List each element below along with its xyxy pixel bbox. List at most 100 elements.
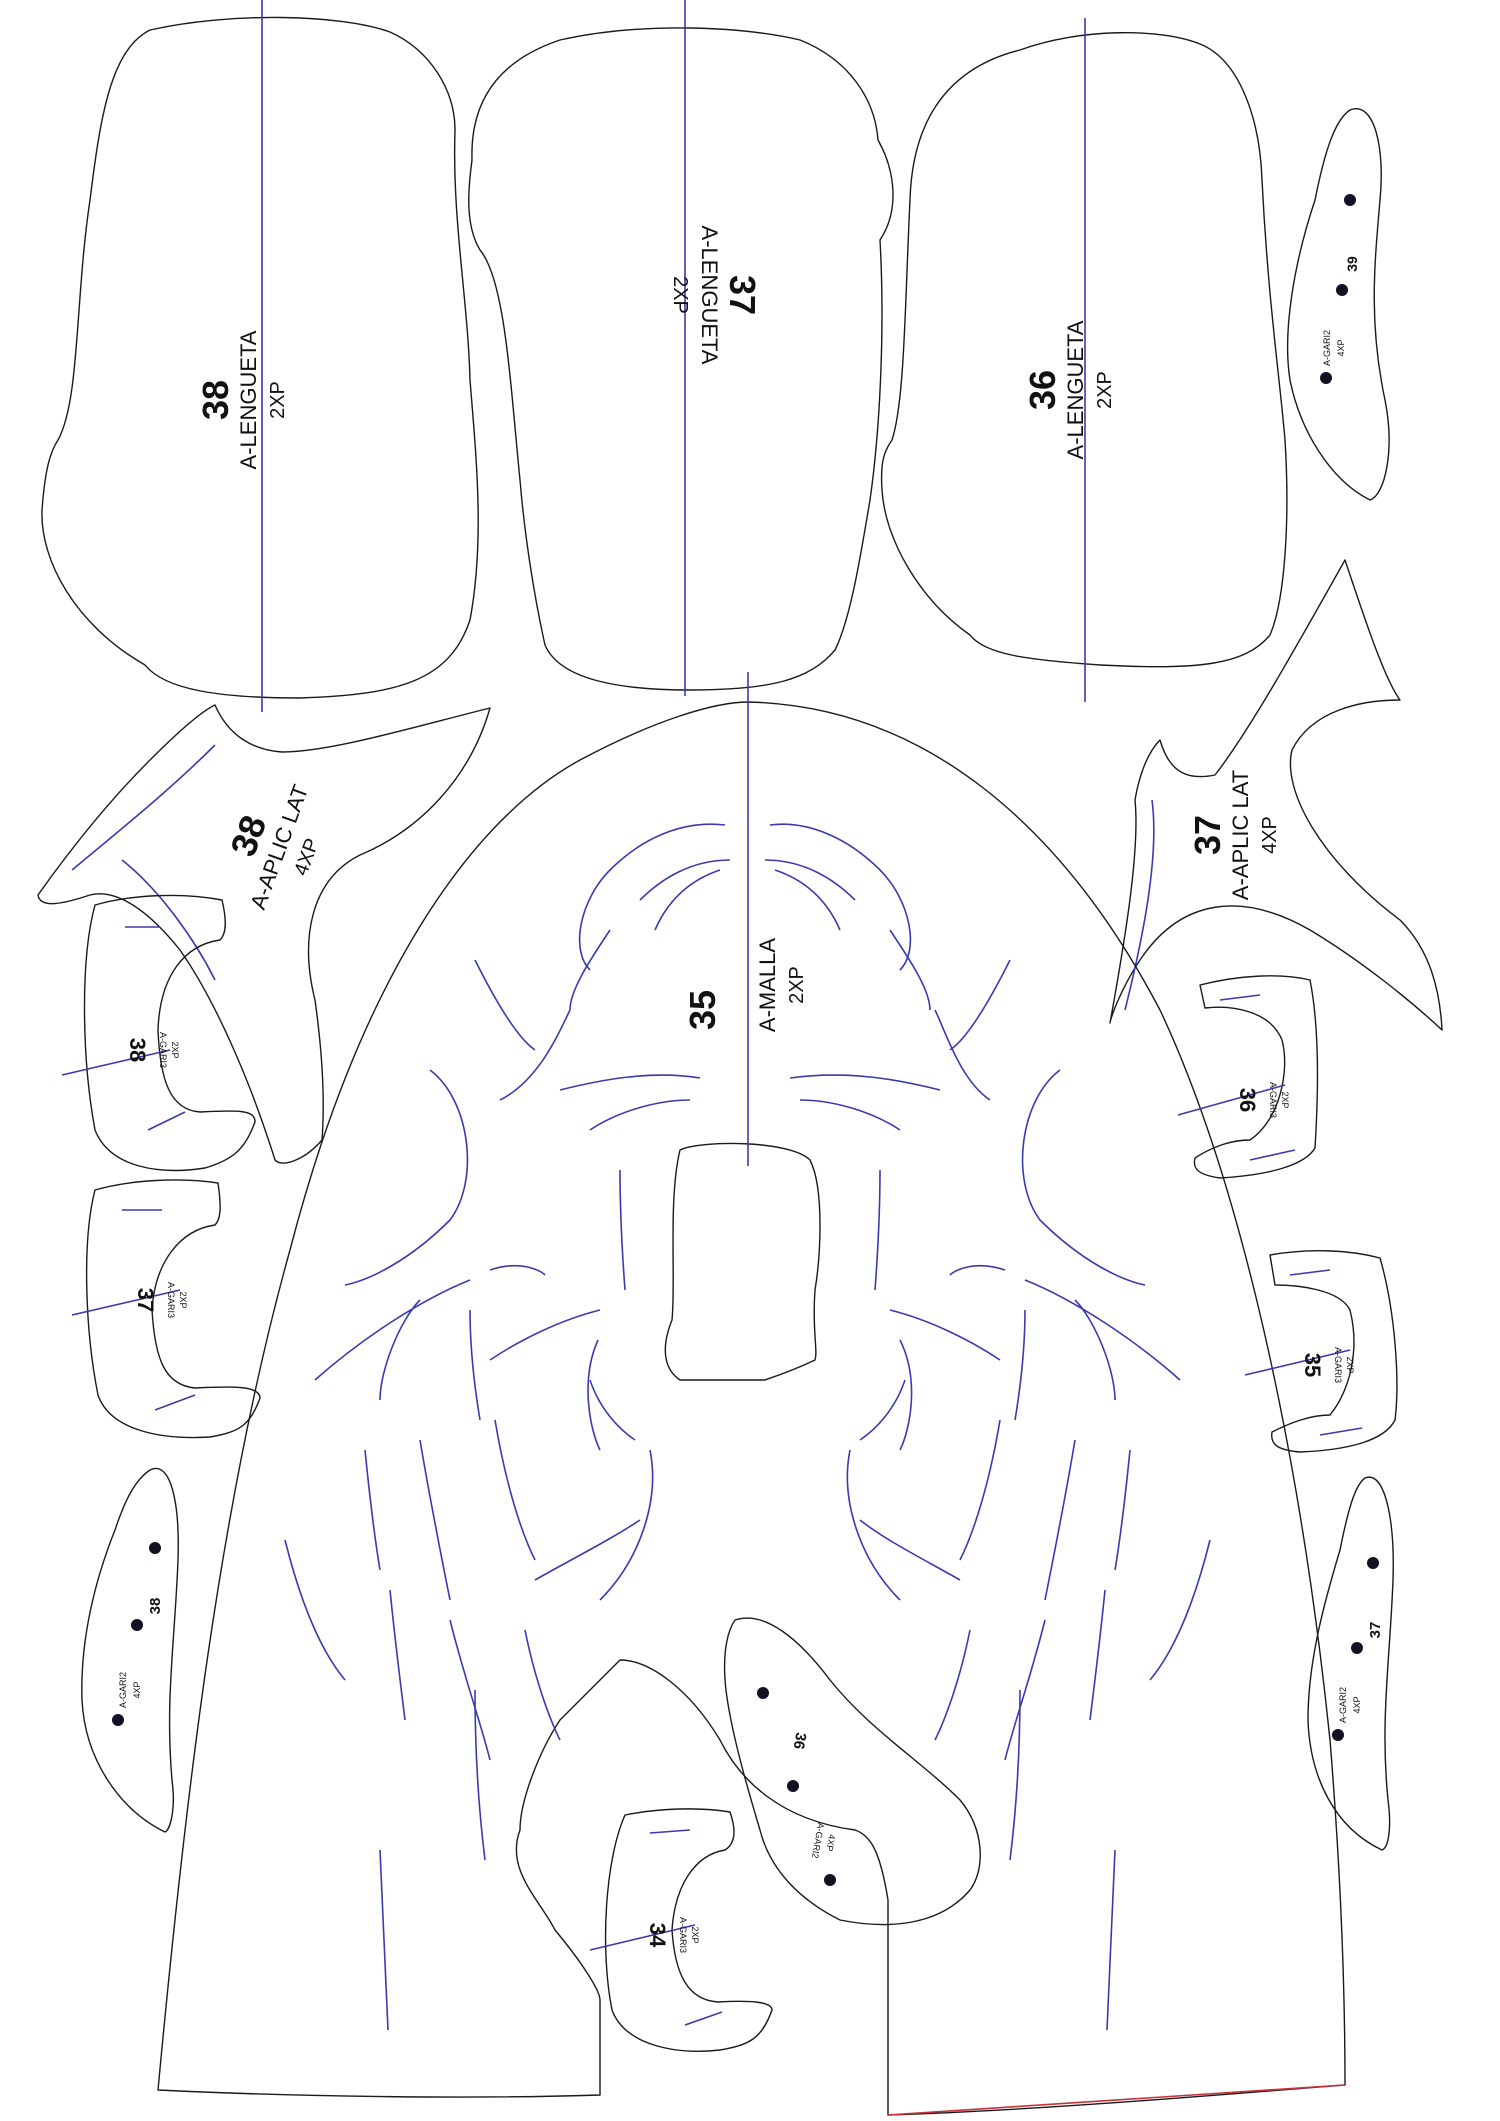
gari2-38-hole [112,1714,124,1726]
malla-35-center-cutout [664,1142,821,1381]
gari3-38-notch-line [61,1049,171,1076]
gari2-36-number: 36 [790,1731,810,1750]
gari3-36-slot [1219,994,1296,1161]
gari2-39-name: A-GARI2 [1322,330,1332,366]
gari2-39-number: 39 [1344,256,1360,272]
gari3-35-name: A-GARI3 [1333,1347,1343,1383]
gari2-36-hole [787,1780,799,1792]
gari3-37-qty: 2XP [178,1291,188,1308]
gari2-37-hole [1367,1557,1379,1569]
gari3-35-qty: 2XP [1345,1356,1355,1373]
piece-gari3-38[interactable]: 38 A-GARI3 2XP [61,894,256,1172]
gari3-34-outline [604,1808,773,2052]
piece-gari2-37[interactable]: 37 A-GARI2 4XP [1307,1476,1394,1851]
gari3-38-slot [125,926,186,1131]
tongue-38-outline [41,16,479,699]
tongue-36-number: 36 [1022,370,1063,410]
piece-aplic-lat-38[interactable]: 38 A-APLIC LAT 4XP [37,704,491,1164]
gari3-34-number: 34 [645,1923,670,1948]
gari2-38-hole [149,1542,161,1554]
gari3-36-notch-line [1177,1084,1286,1116]
piece-gari3-37[interactable]: 37 A-GARI3 2XP [71,1179,261,1439]
gari3-36-number: 36 [1235,1088,1260,1112]
gari2-36-outline [723,1617,981,1926]
gari3-34-notch-line [589,1924,696,1951]
malla-35-outline [157,701,1346,2116]
gari3-36-name: A-GARI3 [1268,1082,1278,1118]
gari3-38-qty: 2XP [170,1041,180,1058]
tongue-38-name: A-LENGUETA [236,330,261,469]
aplic-lat-38-qty: 4XP [290,836,324,879]
gari2-38-outline [81,1467,179,1833]
gari3-35-outline [1269,1250,1398,1453]
gari3-36-qty: 2XP [1280,1091,1290,1108]
tongue-36-name: A-LENGUETA [1063,320,1088,459]
gari3-37-slot [122,1209,196,1411]
gari2-37-hole [1351,1642,1363,1654]
gari2-36-hole [824,1874,836,1886]
aplic-lat-38-outline [37,704,491,1164]
gari2-36-hole [757,1687,769,1699]
piece-tongue-38[interactable]: 38 A-LENGUETA 2XP [41,0,479,712]
piece-malla-35[interactable]: 35 A-MALLA 2XP [157,672,1346,2116]
gari2-37-name: A-GARI2 [1338,1687,1348,1723]
gari3-35-slot [1289,1269,1363,1436]
gari2-38-qty: 4XP [132,1681,142,1698]
tongue-36-outline [880,32,1288,668]
piece-gari2-39[interactable]: 39 A-GARI2 4XP [1286,108,1390,501]
gari2-39-outline [1286,108,1390,501]
gari2-38-number: 38 [147,1598,164,1615]
gari3-37-name: A-GARI3 [166,1282,176,1318]
gari3-35-number: 35 [1300,1353,1325,1377]
aplic-lat-37-number: 37 [1187,815,1228,855]
gari3-34-slot [649,1829,723,2026]
gari2-39-hole [1344,194,1356,206]
gari3-37-outline [85,1179,261,1439]
gari2-37-number: 37 [1367,1622,1384,1639]
gari2-38-hole [131,1619,143,1631]
aplic-lat-37-qty: 4XP [1259,816,1281,854]
piece-gari3-36[interactable]: 36 A-GARI3 2XP [1177,975,1319,1179]
piece-gari2-38[interactable]: 38 A-GARI2 4XP [81,1467,179,1833]
gari2-37-hole [1332,1729,1344,1741]
malla-35-slots [284,823,1211,2031]
gari3-35-notch-line [1244,1349,1351,1376]
gari2-37-qty: 4XP [1352,1696,1362,1713]
malla-35-name: A-MALLA [755,938,780,1032]
aplic-lat-37-stitch [1124,799,1155,1011]
gari3-38-number: 38 [125,1038,150,1062]
gari2-36-qty: 4XP [824,1834,837,1852]
gari3-34-name: A-GARI3 [678,1917,688,1953]
aplic-lat-37-outline [1109,559,1443,1031]
piece-gari3-35[interactable]: 35 A-GARI3 2XP [1244,1250,1398,1453]
gari2-38-name: A-GARI2 [118,1672,128,1708]
piece-gari2-36[interactable]: 36 A-GARI2 4XP [723,1617,981,1926]
tongue-37-number: 37 [722,275,763,315]
tongue-38-qty: 2XP [267,381,289,419]
gari3-38-name: A-GARI3 [158,1032,168,1068]
gari2-39-hole [1336,284,1348,296]
gari2-37-outline [1307,1476,1394,1851]
aplic-lat-37-name: A-APLIC LAT [1228,770,1253,900]
tongue-36-qty: 2XP [1094,371,1116,409]
malla-35-number: 35 [682,990,723,1030]
tongue-37-qty: 2XP [669,276,691,314]
piece-tongue-36[interactable]: 36 A-LENGUETA 2XP [880,18,1288,702]
gari3-38-outline [83,894,256,1172]
gari3-36-outline [1193,975,1319,1179]
tongue-37-name: A-LENGUETA [697,226,722,365]
gari3-37-number: 37 [133,1288,158,1312]
piece-aplic-lat-37[interactable]: 37 A-APLIC LAT 4XP [1109,559,1443,1031]
gari2-39-hole [1320,372,1332,384]
gari2-36-name: A-GARI2 [810,1822,826,1859]
gari2-39-qty: 4XP [1336,339,1346,356]
gari3-37-notch-line [71,1289,181,1316]
tongue-37-outline [468,27,894,691]
gari3-34-qty: 2XP [690,1926,700,1943]
piece-tongue-37[interactable]: 37 A-LENGUETA 2XP [468,0,894,696]
malla-35-qty: 2XP [786,966,808,1004]
tongue-38-number: 38 [195,380,236,420]
piece-gari3-34[interactable]: 34 A-GARI3 2XP [589,1808,773,2052]
malla-35-hem-line [887,2084,1346,2116]
